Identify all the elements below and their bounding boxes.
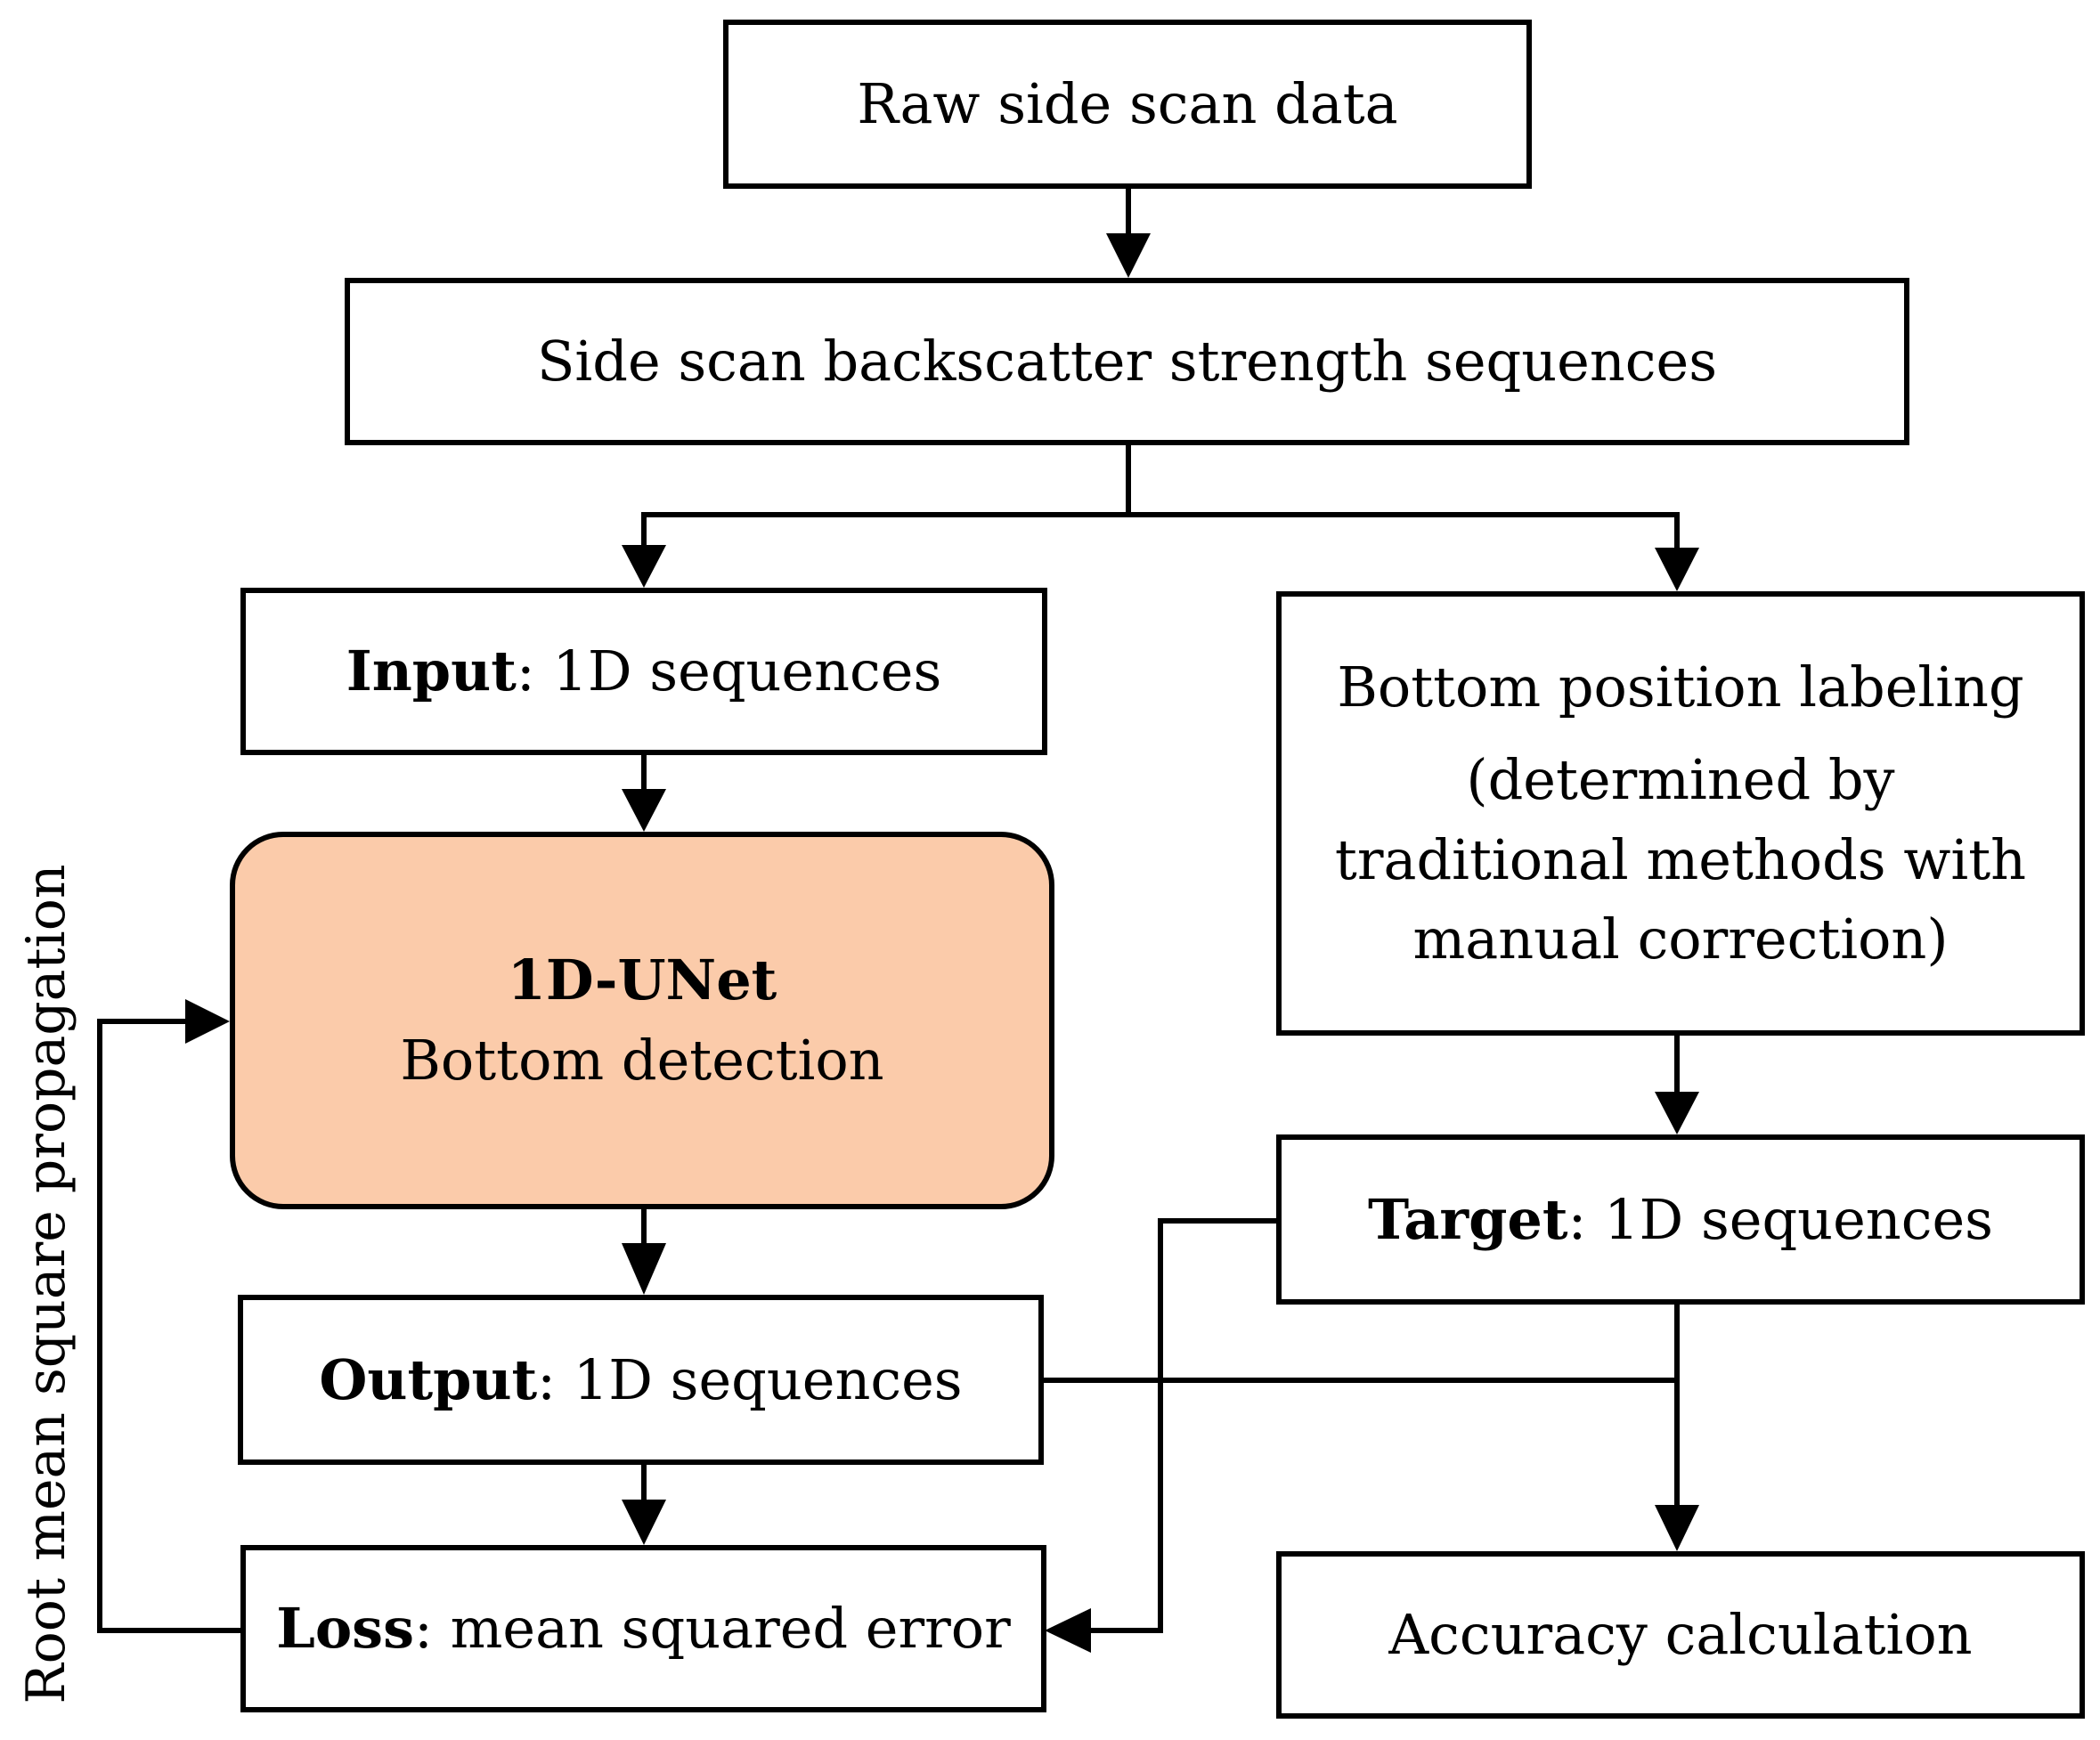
target-description: : 1D sequences [1567, 1186, 1993, 1252]
arrowhead [1655, 1505, 1699, 1551]
unet-title: 1D-UNet [507, 947, 777, 1013]
backscatter-label: Side scan backscatter strength sequences [536, 329, 1718, 394]
accuracy-box: Accuracy calculation [1276, 1551, 2085, 1719]
loss-term: Loss [276, 1596, 414, 1662]
arrowhead [185, 999, 230, 1044]
loss-box: Loss: mean squared error [240, 1545, 1046, 1712]
arrow-backscatter-to-labeling [1128, 512, 1680, 557]
input-label: Input: 1D sequences [346, 631, 942, 711]
arrow-backscatter-to-input [641, 445, 1131, 552]
arrowhead [622, 1243, 666, 1295]
arrowhead [622, 789, 666, 832]
output-term: Output [319, 1346, 538, 1412]
loss-label: Loss: mean squared error [276, 1589, 1011, 1669]
target-box: Target: 1D sequences [1276, 1134, 2085, 1305]
output-box: Output: 1D sequences [238, 1295, 1044, 1465]
target-label: Target: 1D sequences [1368, 1180, 1993, 1260]
arrowhead [1045, 1608, 1091, 1653]
input-box: Input: 1D sequences [240, 588, 1047, 755]
labeling-line-1: Bottom position labeling [1337, 654, 2024, 720]
arrow-loss-feedback-to-unet [97, 1019, 240, 1633]
labeling-line-3: traditional methods with [1334, 826, 2027, 892]
raw-data-box: Raw side scan data [723, 20, 1532, 189]
unet-box: 1D-UNet Bottom detection [230, 832, 1054, 1209]
arrowhead [1106, 233, 1151, 278]
rmsprop-side-label-text: Root mean square propagation [15, 864, 77, 1704]
unet-subtitle: Bottom detection [400, 1028, 884, 1093]
arrowhead [1655, 548, 1699, 591]
arrowhead [1655, 1092, 1699, 1134]
labeling-box: Bottom position labeling (determined by … [1276, 591, 2085, 1036]
input-term: Input [346, 638, 517, 704]
output-label: Output: 1D sequences [319, 1340, 962, 1420]
arrowhead [622, 1500, 666, 1545]
raw-data-label: Raw side scan data [857, 71, 1398, 137]
accuracy-label: Accuracy calculation [1388, 1602, 1973, 1668]
arrow-target-to-loss [1087, 1218, 1276, 1633]
target-term: Target [1368, 1186, 1568, 1252]
backscatter-box: Side scan backscatter strength sequences [345, 278, 1909, 445]
labeling-line-2: (determined by [1466, 746, 1895, 812]
loss-description: : mean squared error [414, 1596, 1011, 1662]
input-description: : 1D sequences [516, 638, 942, 704]
output-description: : 1D sequences [537, 1346, 963, 1412]
arrowhead [622, 545, 666, 588]
labeling-line-4: manual correction) [1412, 907, 1949, 972]
